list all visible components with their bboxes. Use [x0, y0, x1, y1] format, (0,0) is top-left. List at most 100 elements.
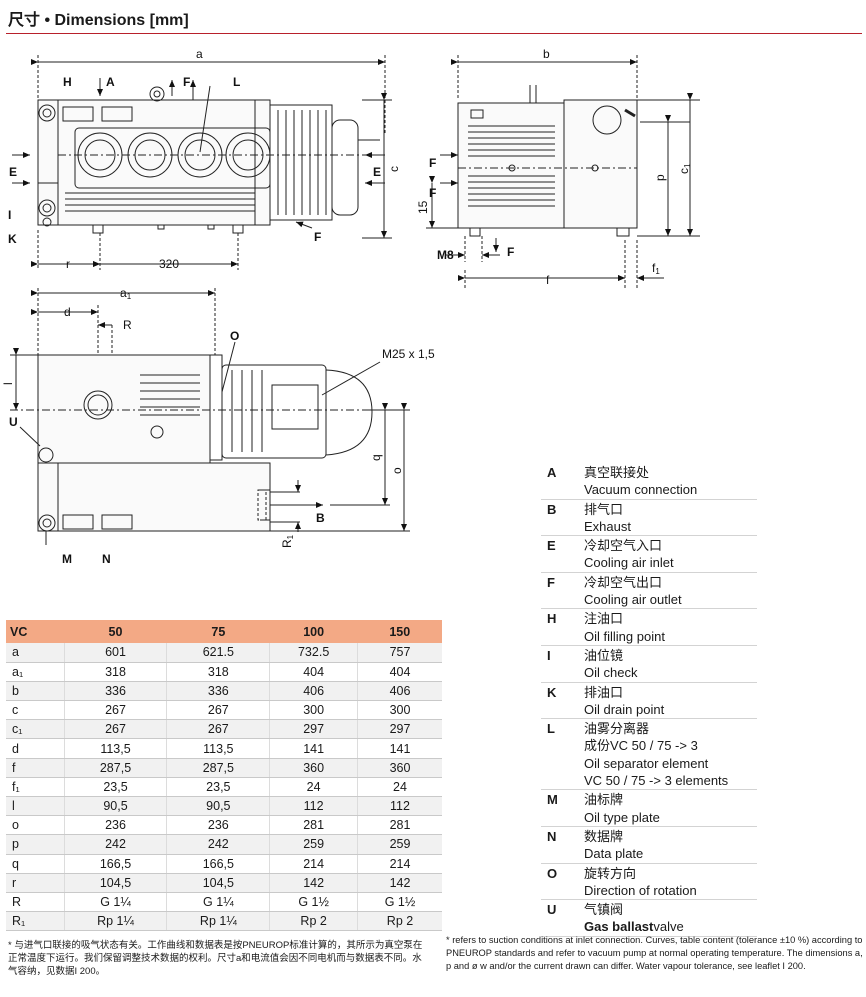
table-cell: 166,5 [63, 854, 167, 874]
table-cell: 112 [269, 796, 358, 817]
table-cell: 104,5 [63, 873, 167, 893]
dim-R1-label: R1 [280, 534, 295, 548]
table-cell: 267 [63, 700, 167, 721]
table-cell: G 1¼ [63, 892, 167, 913]
legend-en: Data plate [584, 846, 644, 862]
table-cell: 318 [166, 662, 270, 682]
table-cell: G 1¼ [166, 892, 270, 913]
table-cell: 601 [63, 643, 167, 663]
dim-q-label: q [369, 454, 383, 461]
legend-key: F [547, 574, 555, 590]
dim-b-label: b [543, 47, 550, 61]
table-cell: 297 [357, 719, 442, 740]
table-cell: 300 [269, 700, 358, 721]
table-cell: 406 [357, 681, 442, 702]
table-cell: 318 [63, 662, 167, 682]
table-row-label: b [6, 681, 65, 702]
dim-f1-label: f1 [652, 261, 660, 276]
dim-p-label: p [653, 174, 667, 181]
legend-cn: 油雾分离器 [584, 721, 650, 737]
legend-cn: 气镇阀 [584, 902, 624, 918]
table-header: 50 [64, 620, 167, 643]
legend-en: Oil type plate [584, 809, 660, 825]
label-A: A [106, 75, 115, 89]
page-title: 尺寸 • Dimensions [mm] [8, 12, 189, 29]
table-cell: 406 [269, 681, 358, 702]
dim-l-label: l [1, 382, 15, 385]
table-cell: 259 [269, 834, 358, 855]
table-header: 100 [269, 620, 358, 643]
table-row-label: r [6, 873, 65, 893]
table-row-label: a₁ [6, 662, 65, 682]
legend-cn: 真空联接处 [584, 465, 650, 480]
legend-en: Oil separator element [584, 755, 709, 771]
table-header-row: VC 50 75 100 150 [6, 620, 442, 643]
label-N: N [102, 552, 111, 566]
table-cell: 236 [63, 815, 167, 836]
legend-key: E [547, 538, 556, 554]
front-view [12, 55, 392, 270]
table-cell: 732.5 [269, 643, 358, 663]
table-cell: 166,5 [166, 854, 270, 874]
legend-en: Oil check [584, 665, 638, 681]
table-cell: 300 [357, 700, 442, 721]
legend-en: 成份VC 50 / 75 -> 3 [584, 738, 698, 754]
table-cell: 336 [166, 681, 270, 702]
table-row-label: d [6, 738, 65, 759]
legend-cn: 注油口 [584, 611, 624, 627]
table-cell: 259 [357, 834, 442, 855]
table-cell: 24 [269, 777, 358, 798]
table-cell: Rp 1¼ [166, 911, 270, 932]
table-cell: 141 [269, 738, 358, 759]
legend-key: U [547, 902, 557, 918]
legend-key: M [547, 792, 558, 808]
legend-en: Direction of rotation [584, 882, 697, 898]
dim-f-label: f [546, 273, 550, 287]
table-header: 75 [166, 620, 270, 643]
label-H: H [63, 75, 72, 89]
legend-en: Vacuum connection [584, 482, 698, 498]
table-cell: 404 [269, 662, 358, 682]
table-cell: 214 [269, 854, 358, 874]
table-header: VC [6, 620, 65, 643]
dim-c1-label: c1 [677, 163, 692, 174]
legend-en-bold: Gas ballast [584, 919, 654, 935]
table-cell: 360 [269, 758, 358, 778]
side-view [426, 55, 700, 290]
legend-en: Cooling air inlet [584, 555, 674, 571]
table-cell: 142 [269, 873, 358, 893]
dim-o-label: o [390, 467, 404, 474]
table-cell: 360 [357, 758, 442, 778]
label-F-side-3: F [507, 245, 514, 259]
table-cell: 287,5 [166, 758, 270, 778]
table-cell: 104,5 [166, 873, 270, 893]
table-header: 150 [357, 620, 442, 643]
table-cell: 267 [166, 719, 270, 740]
table-row-label: c [6, 700, 65, 721]
table-cell: 404 [357, 662, 442, 682]
legend-cn: 排油口 [584, 684, 624, 700]
table-row-label: c₁ [6, 719, 65, 740]
dimension-drawing: a H A F L E E I K F c r 320 b F F F 15 M… [1, 47, 700, 566]
table-row-label: q [6, 854, 65, 874]
table-cell: 113,5 [63, 738, 167, 759]
footnote-chinese: * 与进气口联接的吸气状态有关。工作曲线和数据表是按PNEUROP标准计算的，其… [8, 940, 423, 977]
label-E-right: E [373, 165, 381, 179]
